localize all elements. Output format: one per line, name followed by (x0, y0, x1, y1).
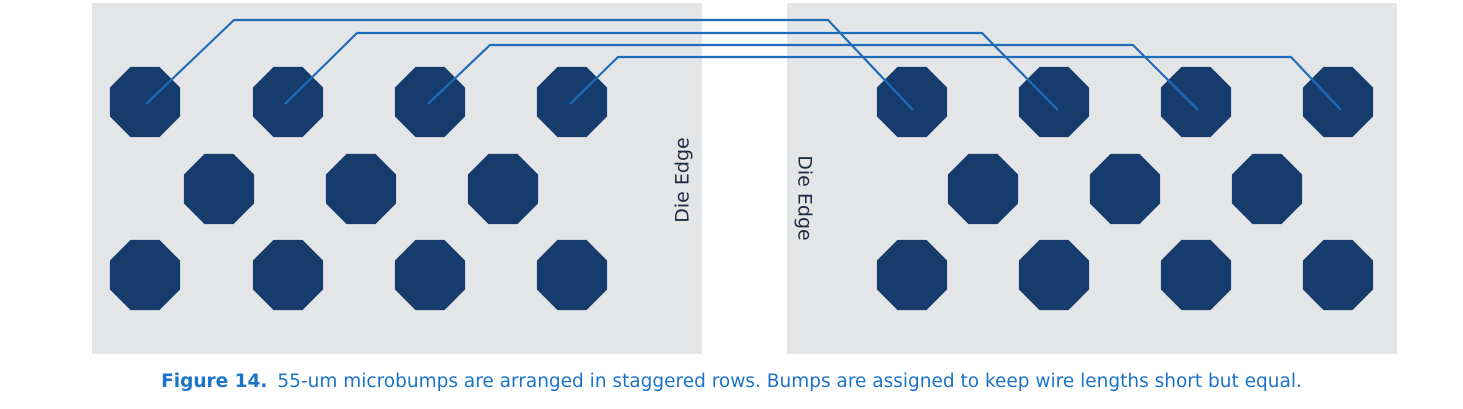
figure-number: Figure 14. (161, 371, 268, 392)
left-bump-bottom-2 (252, 239, 324, 311)
wire-3 (427, 43, 1199, 111)
right-bump-bottom-2 (1018, 239, 1090, 311)
figure-caption: Figure 14. 55-um microbumps are arranged … (0, 371, 1463, 392)
right-bump-bottom-3 (1160, 239, 1232, 311)
right-bump-middle-3 (1231, 153, 1303, 225)
right-bump-middle-1 (947, 153, 1019, 225)
microbump-diagram: Die Edge Die Edge (92, 3, 1397, 354)
right-die-edge-label: Die Edge (794, 155, 816, 240)
right-bump-array (876, 66, 1374, 311)
left-die-edge-label: Die Edge (672, 137, 694, 222)
right-bump-middle-2 (1089, 153, 1161, 225)
right-bump-bottom-4 (1302, 239, 1374, 311)
right-bump-top-2 (1018, 66, 1090, 138)
left-bump-bottom-3 (394, 239, 466, 311)
right-bump-bottom-1 (876, 239, 948, 311)
left-bump-array (109, 66, 608, 311)
right-bump-top-1 (876, 66, 948, 138)
caption-text: 55-um microbumps are arranged in stagger… (277, 371, 1302, 392)
wire-4 (569, 55, 1342, 111)
left-bump-middle-1 (183, 153, 255, 225)
left-bump-middle-2 (325, 153, 397, 225)
left-bump-bottom-1 (109, 239, 181, 311)
left-die (92, 3, 702, 354)
left-bump-top-1 (109, 66, 181, 138)
wire-1 (145, 18, 914, 111)
right-bump-top-4 (1302, 66, 1374, 138)
right-bump-top-3 (1160, 66, 1232, 138)
left-bump-middle-3 (467, 153, 539, 225)
interconnect-wires (145, 18, 1342, 111)
left-bump-bottom-4 (536, 239, 608, 311)
wire-2 (284, 31, 1059, 111)
